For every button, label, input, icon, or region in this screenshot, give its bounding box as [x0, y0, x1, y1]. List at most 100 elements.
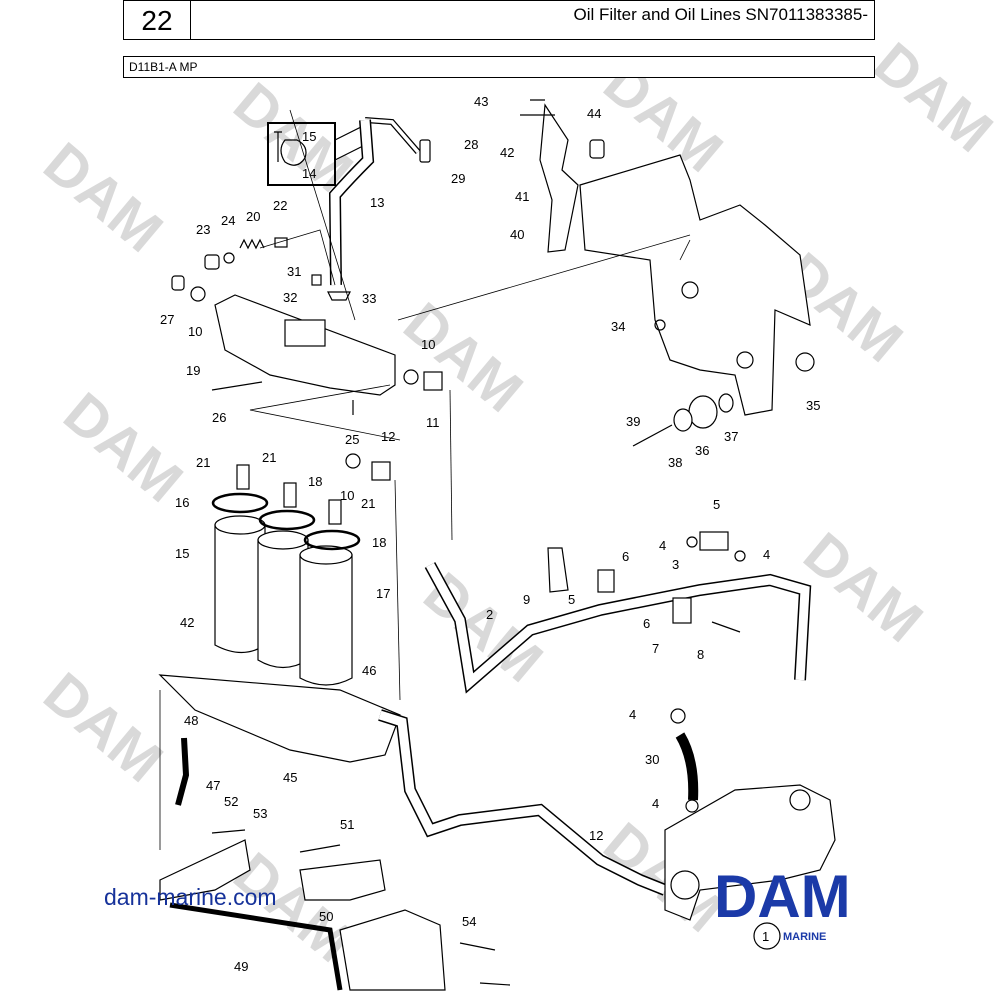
washer-part	[734, 550, 746, 562]
bolt-part	[520, 99, 555, 116]
oil-filter-top	[214, 515, 266, 535]
oil-pump-housing	[664, 784, 836, 921]
bracket-hole	[736, 351, 754, 369]
callout-10c: 10	[340, 488, 354, 503]
o-ring-part	[670, 708, 686, 724]
washer-part	[795, 352, 815, 372]
callout-21c: 21	[361, 496, 375, 511]
callout-24: 24	[221, 213, 235, 228]
oil-pipe-inner	[364, 118, 420, 154]
filter-gasket	[303, 529, 361, 551]
rubber-mount	[688, 395, 718, 429]
callout-48: 48	[184, 713, 198, 728]
clamp-part	[672, 597, 692, 624]
callout-42: 42	[500, 145, 514, 160]
callout-41: 41	[515, 189, 529, 204]
callout-47: 47	[206, 778, 220, 793]
bracket-part	[159, 839, 251, 901]
callout-30: 30	[645, 752, 659, 767]
watermark-text: DAM	[392, 290, 535, 425]
callout-25: 25	[345, 432, 359, 447]
oil-filter-top	[257, 530, 309, 550]
page-title: Oil Filter and Oil Lines SN7011383385-	[573, 5, 868, 24]
watermark-text: DAM	[32, 130, 175, 265]
oil-filter-top	[299, 545, 353, 565]
adapter-part	[423, 371, 443, 391]
callout-14: 14	[302, 166, 316, 181]
logo-subtext: MARINE	[783, 931, 826, 943]
callout-12: 12	[381, 429, 395, 444]
callout-34: 34	[611, 319, 625, 334]
bolt-part	[299, 844, 341, 853]
website-link[interactable]: dam-marine.com	[104, 884, 277, 910]
callout-8: 8	[697, 647, 704, 662]
callout-33: 33	[362, 291, 376, 306]
callout-18: 18	[308, 474, 322, 489]
callout-7: 7	[652, 641, 659, 656]
oil-line-inner	[426, 562, 810, 691]
plug-part	[204, 254, 220, 270]
model-label: D11B1-A MP	[129, 60, 198, 74]
callout-26: 26	[212, 410, 226, 425]
callout-18b: 18	[372, 535, 386, 550]
callout-29: 29	[451, 171, 465, 186]
callout-44: 44	[587, 106, 601, 121]
callout-12b: 12	[589, 828, 603, 843]
bracket-part	[299, 859, 386, 901]
oil-line-inner	[378, 710, 667, 895]
callout-4b: 4	[763, 547, 770, 562]
bolt-part	[274, 131, 282, 162]
callout-4: 4	[659, 538, 666, 553]
logo-badge-circle	[753, 922, 781, 950]
logo-badge-number: 1	[762, 929, 769, 944]
bolt-part	[711, 621, 741, 633]
washer-part	[718, 393, 734, 413]
callout-37: 37	[724, 429, 738, 444]
callout-54: 54	[462, 914, 476, 929]
callout-38: 38	[668, 455, 682, 470]
filter-gasket	[258, 509, 316, 531]
callout-6: 6	[622, 549, 629, 564]
washer-part	[223, 252, 235, 264]
callout-21b: 21	[262, 450, 276, 465]
page-header: 22 Oil Filter and Oil Lines SN7011383385…	[123, 0, 875, 40]
drip-tray	[158, 674, 401, 763]
banjo-nut	[327, 291, 351, 301]
callout-22: 22	[273, 198, 287, 213]
callout-5b: 5	[568, 592, 575, 607]
o-ring-part	[403, 369, 419, 385]
callout-9: 9	[523, 592, 530, 607]
bolt-part	[211, 829, 246, 834]
oil-elbow	[675, 732, 699, 801]
callout-19: 19	[186, 363, 200, 378]
callout-36: 36	[695, 443, 709, 458]
callout-46: 46	[362, 663, 376, 678]
callout-49: 49	[234, 959, 248, 974]
callout-10: 10	[188, 324, 202, 339]
bolt-part	[632, 424, 673, 447]
spring-part	[239, 238, 265, 250]
bolt-part	[311, 274, 322, 286]
bracket-hole	[654, 319, 666, 331]
housing-port	[670, 870, 700, 900]
clamp-part	[699, 531, 729, 551]
callout-43: 43	[474, 94, 488, 109]
plug-part	[171, 275, 185, 291]
o-ring-part	[685, 799, 699, 813]
callout-20: 20	[246, 209, 260, 224]
callout-4c: 4	[629, 707, 636, 722]
callout-42b: 42	[180, 615, 194, 630]
callout-3: 3	[672, 557, 679, 572]
callout-35: 35	[806, 398, 820, 413]
watermark-text: DAM	[792, 520, 935, 655]
callout-28: 28	[464, 137, 478, 152]
adapter-part	[371, 461, 391, 481]
callout-53: 53	[253, 806, 267, 821]
callout-39: 39	[626, 414, 640, 429]
callout-17: 17	[376, 586, 390, 601]
watermark-text: DAM	[862, 30, 1000, 165]
callout-labels: 15 14 28 29 13 43 44 42 41 40 23 24 20 2…	[160, 94, 820, 974]
bracket-part	[539, 103, 579, 253]
filter-gasket	[211, 492, 269, 514]
